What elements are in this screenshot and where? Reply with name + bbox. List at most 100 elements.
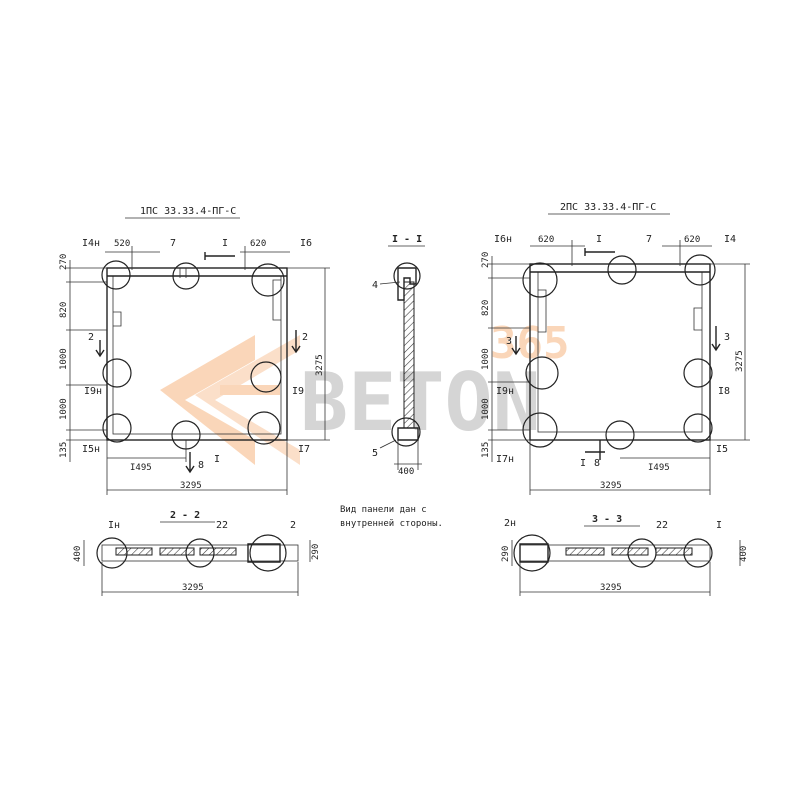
section-2-2-callout-1: Iн xyxy=(108,520,120,531)
right-callout-14: I4 xyxy=(724,234,736,245)
left-dim-135: 135 xyxy=(59,442,69,458)
left-dim-270: 270 xyxy=(59,254,69,270)
left-dim-1000b: 1000 xyxy=(59,398,69,420)
section-2-2: 2 - 2 Iн 22 2 400 290 3295 xyxy=(73,510,321,596)
left-callout-16: I6 xyxy=(300,238,312,249)
left-circle-17 xyxy=(247,411,281,445)
left-panel-title: 1ПС 33.33.4-ПГ-С xyxy=(140,206,236,217)
right-circle-18 xyxy=(683,358,713,388)
left-callout-14: I4н xyxy=(82,238,100,249)
right-callout-19: I9н xyxy=(496,386,514,397)
section-3-3-h400: 400 xyxy=(739,546,749,562)
right-circle-16 xyxy=(522,262,558,298)
left-dim-1000a: 1000 xyxy=(59,348,69,370)
left-callout-19: I9н xyxy=(84,386,102,397)
right-callout-8: 8 xyxy=(594,458,600,469)
left-callout-8: 8 xyxy=(198,460,204,471)
left-circle-14 xyxy=(101,260,131,290)
right-dim-top-a: 620 xyxy=(538,235,554,245)
section-2-2-h400: 400 xyxy=(73,546,83,562)
right-panel-outline xyxy=(529,263,711,441)
left-circle-19 xyxy=(102,358,132,388)
section-3-3-h290: 290 xyxy=(501,546,511,562)
section-3-3-callout-2: 2н xyxy=(504,518,516,529)
section-3-3-circle-22 xyxy=(627,538,657,568)
left-panel: 1ПС 33.33.4-ПГ-С xyxy=(59,206,330,495)
right-callout-3-right: 3 xyxy=(724,332,730,343)
section-2-2-callout-2: 2 xyxy=(290,520,296,531)
note: Вид панели дан с внутренней стороны. xyxy=(340,505,443,529)
left-callout-2-right: 2 xyxy=(302,332,308,343)
right-circle-19 xyxy=(525,356,559,390)
left-dim-total-w: 3295 xyxy=(180,481,202,491)
left-callout-I-bot: I xyxy=(214,454,220,465)
section-3-3: 3 - 3 2н 22 I 290 400 3295 xyxy=(501,514,749,596)
section-2-2-width: 3295 xyxy=(182,583,204,593)
section-3-3-circle-2 xyxy=(513,534,551,572)
right-panel-title: 2ПС 33.33.4-ПГ-С xyxy=(560,202,656,213)
section-2-2-circle-22 xyxy=(185,538,215,568)
right-callout-16: I6н xyxy=(494,234,512,245)
right-circle-8 xyxy=(605,420,635,450)
left-callout-2-left: 2 xyxy=(88,332,94,343)
section-2-2-body xyxy=(101,544,299,562)
right-dim-1000b: 1000 xyxy=(481,398,491,420)
left-dim-1495: I495 xyxy=(130,463,152,473)
section-3-3-circle-1 xyxy=(683,538,713,568)
right-callout-15: I5 xyxy=(716,444,728,455)
left-circle-15 xyxy=(102,413,132,443)
section-1-1-width: 400 xyxy=(398,467,414,477)
section-2-2-circle-1 xyxy=(96,537,128,569)
left-callout-17: I7 xyxy=(298,444,310,455)
section-1-1-callout-5: 5 xyxy=(372,448,378,459)
section-2-2-h290: 290 xyxy=(311,544,321,560)
left-circle-16 xyxy=(251,263,285,297)
right-dim-1000a: 1000 xyxy=(481,348,491,370)
left-circle-7 xyxy=(172,262,200,290)
section-3-3-width: 3295 xyxy=(600,583,622,593)
section-3-3-callout-1: I xyxy=(716,520,722,531)
section-3-3-title: 3 - 3 xyxy=(592,514,622,525)
section-2-2-title: 2 - 2 xyxy=(170,510,200,521)
right-callout-I-top: I xyxy=(596,234,602,245)
right-dim-total-h: 3275 xyxy=(735,350,745,372)
right-circle-14 xyxy=(684,254,716,286)
left-callout-I-top: I xyxy=(222,238,228,249)
right-dim-820: 820 xyxy=(481,300,491,316)
section-1-1: I - I 4 5 400 xyxy=(372,234,425,477)
left-circle-19r xyxy=(250,361,282,393)
note-line-2: внутренней стороны. xyxy=(340,519,443,529)
note-line-1: Вид панели дан с xyxy=(340,505,427,515)
right-circle-7 xyxy=(607,255,637,285)
right-callout-3-left: 3 xyxy=(506,336,512,347)
section-1-1-circle-4 xyxy=(393,262,421,290)
left-callout-15: I5н xyxy=(82,444,100,455)
left-panel-outline xyxy=(106,267,288,441)
right-dim-1495: I495 xyxy=(648,463,670,473)
section-1-1-callout-4: 4 xyxy=(372,280,378,291)
section-1-1-title: I - I xyxy=(392,234,422,245)
left-dim-top-b: 620 xyxy=(250,239,266,249)
left-dim-820: 820 xyxy=(59,302,69,318)
right-circle-15 xyxy=(683,413,713,443)
watermark-word: BETON xyxy=(300,356,541,449)
right-callout-7: 7 xyxy=(646,234,652,245)
right-dim-270: 270 xyxy=(481,252,491,268)
left-callout-19r: I9 xyxy=(292,386,304,397)
section-1-1-body xyxy=(403,281,415,429)
right-callout-I-bot: I xyxy=(580,458,586,469)
section-3-3-callout-22: 22 xyxy=(656,520,668,531)
beton-logo-icon xyxy=(160,335,300,465)
right-panel: 2ПС 33.33.4-ПГ-С xyxy=(481,202,750,495)
section-1-1-circle-5 xyxy=(391,417,421,447)
right-dim-total-w: 3295 xyxy=(600,481,622,491)
right-callout-17: I7н xyxy=(496,454,514,465)
left-callout-7: 7 xyxy=(170,238,176,249)
right-callout-18: I8 xyxy=(718,386,730,397)
right-dim-top-b: 620 xyxy=(684,235,700,245)
left-dim-total-h: 3275 xyxy=(315,354,325,376)
right-dim-135: 135 xyxy=(481,442,491,458)
section-2-2-callout-22: 22 xyxy=(216,520,228,531)
section-2-2-circle-2 xyxy=(249,534,287,572)
